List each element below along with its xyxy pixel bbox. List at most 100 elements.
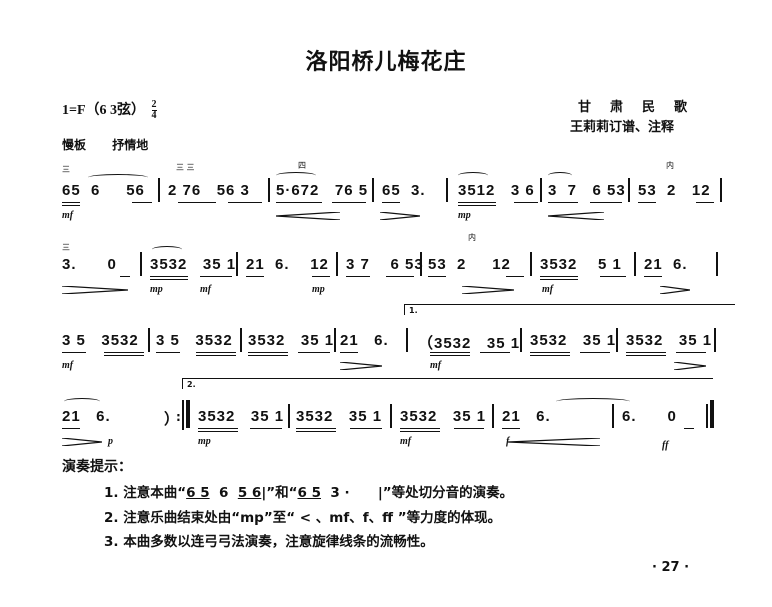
underline (400, 431, 440, 432)
measure: 2 76 56 3 (168, 182, 250, 199)
underline (62, 205, 80, 206)
underline (428, 276, 446, 277)
dynamic-marking: p (108, 436, 113, 447)
measure: 3532 35 1 (150, 256, 237, 273)
underline (104, 352, 144, 353)
bar-line (540, 178, 542, 202)
underline (430, 352, 470, 353)
music-fragment: 6 5 (297, 485, 322, 501)
decrescendo-hairpin (674, 362, 706, 370)
underline (530, 352, 570, 353)
fingering-mark: 三 (62, 243, 70, 252)
measure: 3532 35 1 (530, 332, 617, 349)
bar-line (720, 178, 722, 202)
underline (540, 276, 578, 277)
slur (556, 398, 630, 405)
measure: 3 5 3532 (62, 332, 139, 349)
time-numerator: 2 (151, 99, 157, 112)
decrescendo-hairpin (660, 286, 690, 294)
dynamic-marking: mp (458, 210, 471, 221)
key-signature: 1=F（6 3弦） 2 4 (62, 99, 157, 121)
note-text: |”和“ (261, 485, 298, 501)
underline (696, 202, 714, 203)
decrescendo-hairpin (380, 212, 420, 220)
volta-label: 1. (409, 306, 418, 315)
time-denominator: 4 (151, 110, 157, 122)
measure: 6. 0 (622, 408, 677, 425)
dynamic-marking: f (506, 436, 510, 447)
bar-line (336, 252, 338, 276)
underline (458, 202, 496, 203)
dynamic-marking: mf (200, 284, 212, 295)
measure: 3. 0 (62, 256, 117, 273)
tempo-marking: 慢板 抒情地 (62, 136, 170, 153)
underline (332, 202, 366, 203)
underline (246, 276, 264, 277)
volta-bracket-2: 2. (182, 378, 713, 389)
underline (548, 202, 578, 203)
underline (644, 276, 662, 277)
measure: 3 7 6 53 (548, 182, 626, 199)
underline (346, 276, 370, 277)
measure: 65 6 56 (62, 182, 145, 199)
underline (540, 279, 578, 280)
underline (684, 428, 694, 429)
underline (62, 428, 80, 429)
bar-line (140, 252, 142, 276)
dynamic-marking: mp (312, 284, 325, 295)
slur (548, 172, 572, 179)
measure: （3532 35 1 (418, 335, 521, 352)
measure: 21 6. (502, 408, 551, 425)
crescendo-hairpin (276, 212, 340, 220)
measure: 21 6. (340, 332, 389, 349)
underline (400, 428, 440, 429)
underline (250, 428, 282, 429)
staff-line-4: 21 6. p ） : 2. 3532 35 1 mp 3532 35 1 35… (60, 378, 720, 451)
bar-line (406, 328, 408, 352)
measure: 5·672 76 5 (276, 182, 369, 199)
music-fragment: 5 6 (237, 485, 262, 501)
bar-line (182, 400, 184, 430)
measure: 3532 35 1 (248, 332, 335, 349)
underline (150, 276, 188, 277)
underline (156, 352, 180, 353)
fingering-mark: 三 三 (176, 163, 195, 172)
measure: 3532 35 1 (198, 408, 285, 425)
bar-line (446, 178, 448, 202)
bar-line (148, 328, 150, 352)
measure: 3512 3 6 (458, 182, 535, 199)
tempo-text: 慢板 (62, 138, 87, 152)
dynamic-marking: mf (62, 360, 74, 371)
slur (88, 174, 148, 181)
fingering-mark: 三 (62, 165, 70, 174)
underline (178, 202, 216, 203)
bar-line (268, 178, 270, 202)
underline (530, 355, 570, 356)
dynamic-marking: mf (542, 284, 554, 295)
crescendo-hairpin (508, 438, 600, 446)
underline (514, 202, 538, 203)
underline (296, 431, 336, 432)
underline (248, 355, 288, 356)
underline (506, 276, 524, 277)
measure: 21 6. (644, 256, 688, 273)
underline (340, 352, 358, 353)
underline (502, 428, 520, 429)
underline (196, 352, 236, 353)
measure: 65 3. (382, 182, 426, 199)
dynamic-marking: mp (150, 284, 163, 295)
bar-line (372, 178, 374, 202)
measure: 21 6. (62, 408, 111, 425)
underline (200, 276, 232, 277)
music-fragment: 6 5 (186, 485, 210, 501)
volta-label: 2. (187, 380, 196, 389)
note-text: 3 · | (321, 485, 383, 501)
underline (430, 355, 470, 356)
staff-line-3: 3 5 3532 mf 3 5 3532 3532 35 1 21 6. 1. … (60, 304, 735, 371)
performance-notes-heading: 演奏提示： (62, 459, 132, 475)
underline (132, 202, 152, 203)
measure: 3532 5 1 (540, 256, 622, 273)
dynamic-marking: ff (662, 440, 669, 451)
fingering-mark: 内 (468, 233, 476, 242)
bar-line (334, 328, 336, 352)
